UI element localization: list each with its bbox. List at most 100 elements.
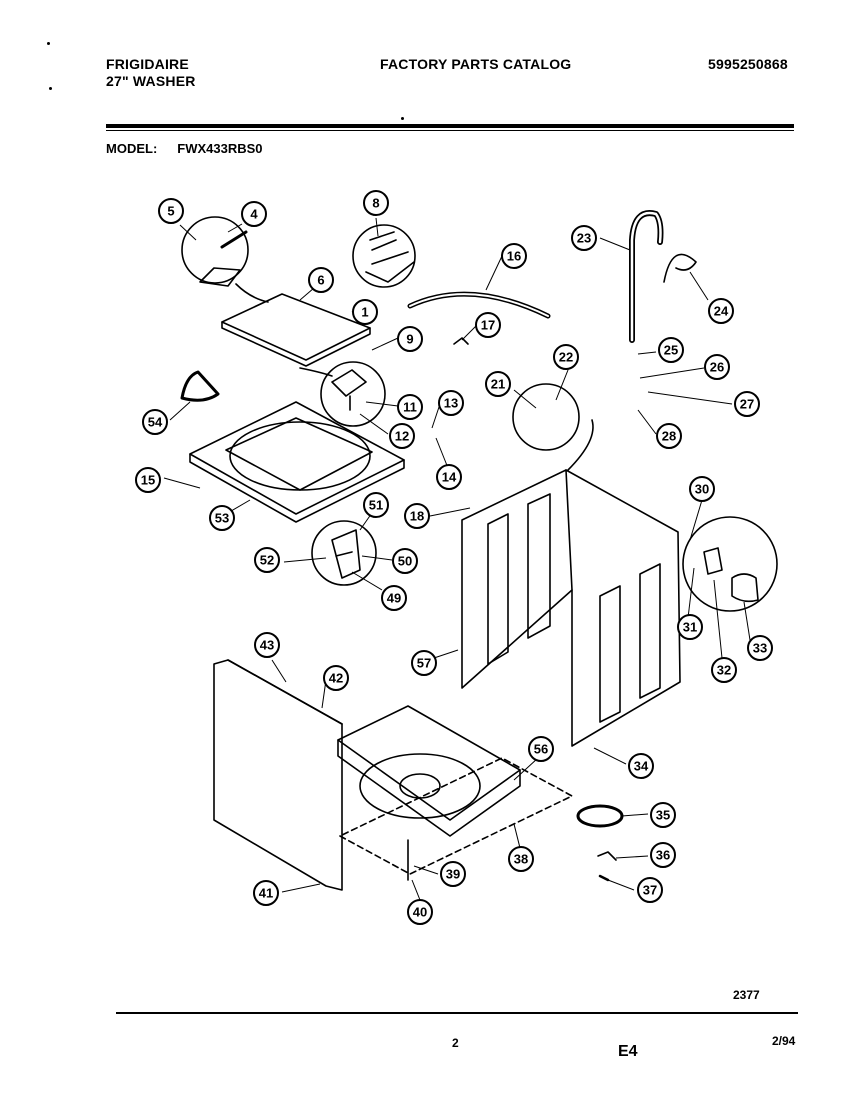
callout-label: 43 xyxy=(260,638,274,653)
actuator-part xyxy=(331,529,361,579)
callout-circle xyxy=(747,635,773,661)
base-outline-dashed xyxy=(339,757,573,875)
callout-33: 33 xyxy=(747,635,773,661)
callout-circle xyxy=(501,243,527,269)
callout-circle xyxy=(411,650,437,676)
callout-56: 56 xyxy=(528,736,554,762)
callout-label: 9 xyxy=(406,332,413,347)
callout-11: 11 xyxy=(397,394,423,420)
callout-circle xyxy=(628,753,654,779)
callout-circle xyxy=(711,657,737,683)
callout-18: 18 xyxy=(404,503,430,529)
callout-label: 18 xyxy=(410,509,424,524)
callout-8: 8 xyxy=(363,190,389,216)
scan-speck xyxy=(49,87,52,90)
callout-41: 41 xyxy=(253,880,279,906)
callout-label: 36 xyxy=(656,848,670,863)
product-name: 27" WASHER xyxy=(106,73,196,89)
top-cover-opening xyxy=(229,421,371,491)
scan-speck xyxy=(47,42,50,45)
callout-circle xyxy=(650,842,676,868)
callout-label: 22 xyxy=(559,350,573,365)
callout-34: 34 xyxy=(628,753,654,779)
callout-label: 57 xyxy=(417,656,431,671)
callout-43: 43 xyxy=(254,632,280,658)
callout-50: 50 xyxy=(392,548,418,574)
callout-circle xyxy=(658,337,684,363)
callout-31: 31 xyxy=(677,614,703,640)
callout-circle xyxy=(637,877,663,903)
callout-circle xyxy=(571,225,597,251)
callout-23: 23 xyxy=(571,225,597,251)
brand-name: FRIGIDAIRE xyxy=(106,56,189,72)
callout-label: 5 xyxy=(167,204,174,219)
callout-label: 27 xyxy=(740,397,754,412)
drain-hose xyxy=(629,210,664,343)
callout-label: 23 xyxy=(577,231,591,246)
callout-15: 15 xyxy=(135,467,161,493)
callout-circle xyxy=(508,846,534,872)
callout-label: 51 xyxy=(369,498,383,513)
callout-32: 32 xyxy=(711,657,737,683)
callout-label: 49 xyxy=(387,591,401,606)
base-frame-edge xyxy=(337,739,521,837)
cabinet-panel-slot xyxy=(527,493,551,639)
inlet-hose-inner xyxy=(409,293,549,317)
hinge-screw xyxy=(220,230,248,249)
callout-4: 4 xyxy=(241,201,267,227)
foot-screw xyxy=(598,874,610,882)
callout-label: 12 xyxy=(395,429,409,444)
callout-25: 25 xyxy=(658,337,684,363)
callout-37: 37 xyxy=(637,877,663,903)
cabinet-left-side xyxy=(461,469,573,689)
callout-label: 17 xyxy=(481,318,495,333)
detail-circle-hinge xyxy=(181,216,249,284)
callout-circle xyxy=(241,201,267,227)
callout-24: 24 xyxy=(708,298,734,324)
callout-label: 37 xyxy=(643,883,657,898)
callout-circle xyxy=(209,505,235,531)
leader-lines xyxy=(163,217,751,901)
callout-circle xyxy=(363,492,389,518)
callout-label: 31 xyxy=(683,620,697,635)
callout-16: 16 xyxy=(501,243,527,269)
inlet-hose xyxy=(407,291,551,319)
section-code: E4 xyxy=(618,1043,638,1060)
callout-label: 42 xyxy=(329,671,343,686)
lid-switch-leader xyxy=(299,367,333,377)
cabinet-right-side xyxy=(565,469,681,747)
callout-label: 56 xyxy=(534,742,548,757)
callout-1: 1 xyxy=(352,299,378,325)
callout-circle xyxy=(352,299,378,325)
callout-circle xyxy=(254,547,280,573)
hinge-leader xyxy=(235,283,269,303)
detail-circle-actuator xyxy=(311,520,377,586)
callout-22: 22 xyxy=(553,344,579,370)
brand-block: FRIGIDAIRE 27" WASHER xyxy=(106,56,196,90)
model-value: FWX433RBS0 xyxy=(177,141,263,156)
callout-circle xyxy=(135,467,161,493)
revision-date: 2/94 xyxy=(772,1034,796,1048)
callout-42: 42 xyxy=(323,665,349,691)
model-label: MODEL: xyxy=(106,141,158,156)
callout-label: 34 xyxy=(634,759,649,774)
callout-label: 13 xyxy=(444,396,458,411)
callout-49: 49 xyxy=(381,585,407,611)
callout-circle xyxy=(436,464,462,490)
callout-label: 41 xyxy=(259,886,273,901)
hinge-part xyxy=(199,267,241,287)
callout-label: 33 xyxy=(753,641,767,656)
callout-27: 27 xyxy=(734,391,760,417)
callout-label: 54 xyxy=(148,415,163,430)
header-rule xyxy=(106,124,794,128)
callout-9: 9 xyxy=(397,326,423,352)
callout-30: 30 xyxy=(689,476,715,502)
detail-circle-clips xyxy=(512,383,580,451)
callout-17: 17 xyxy=(475,312,501,338)
callout-52: 52 xyxy=(254,547,280,573)
callout-circle xyxy=(650,802,676,828)
callout-label: 26 xyxy=(710,360,724,375)
catalog-number: 5995250868 xyxy=(708,56,788,72)
callout-36: 36 xyxy=(650,842,676,868)
